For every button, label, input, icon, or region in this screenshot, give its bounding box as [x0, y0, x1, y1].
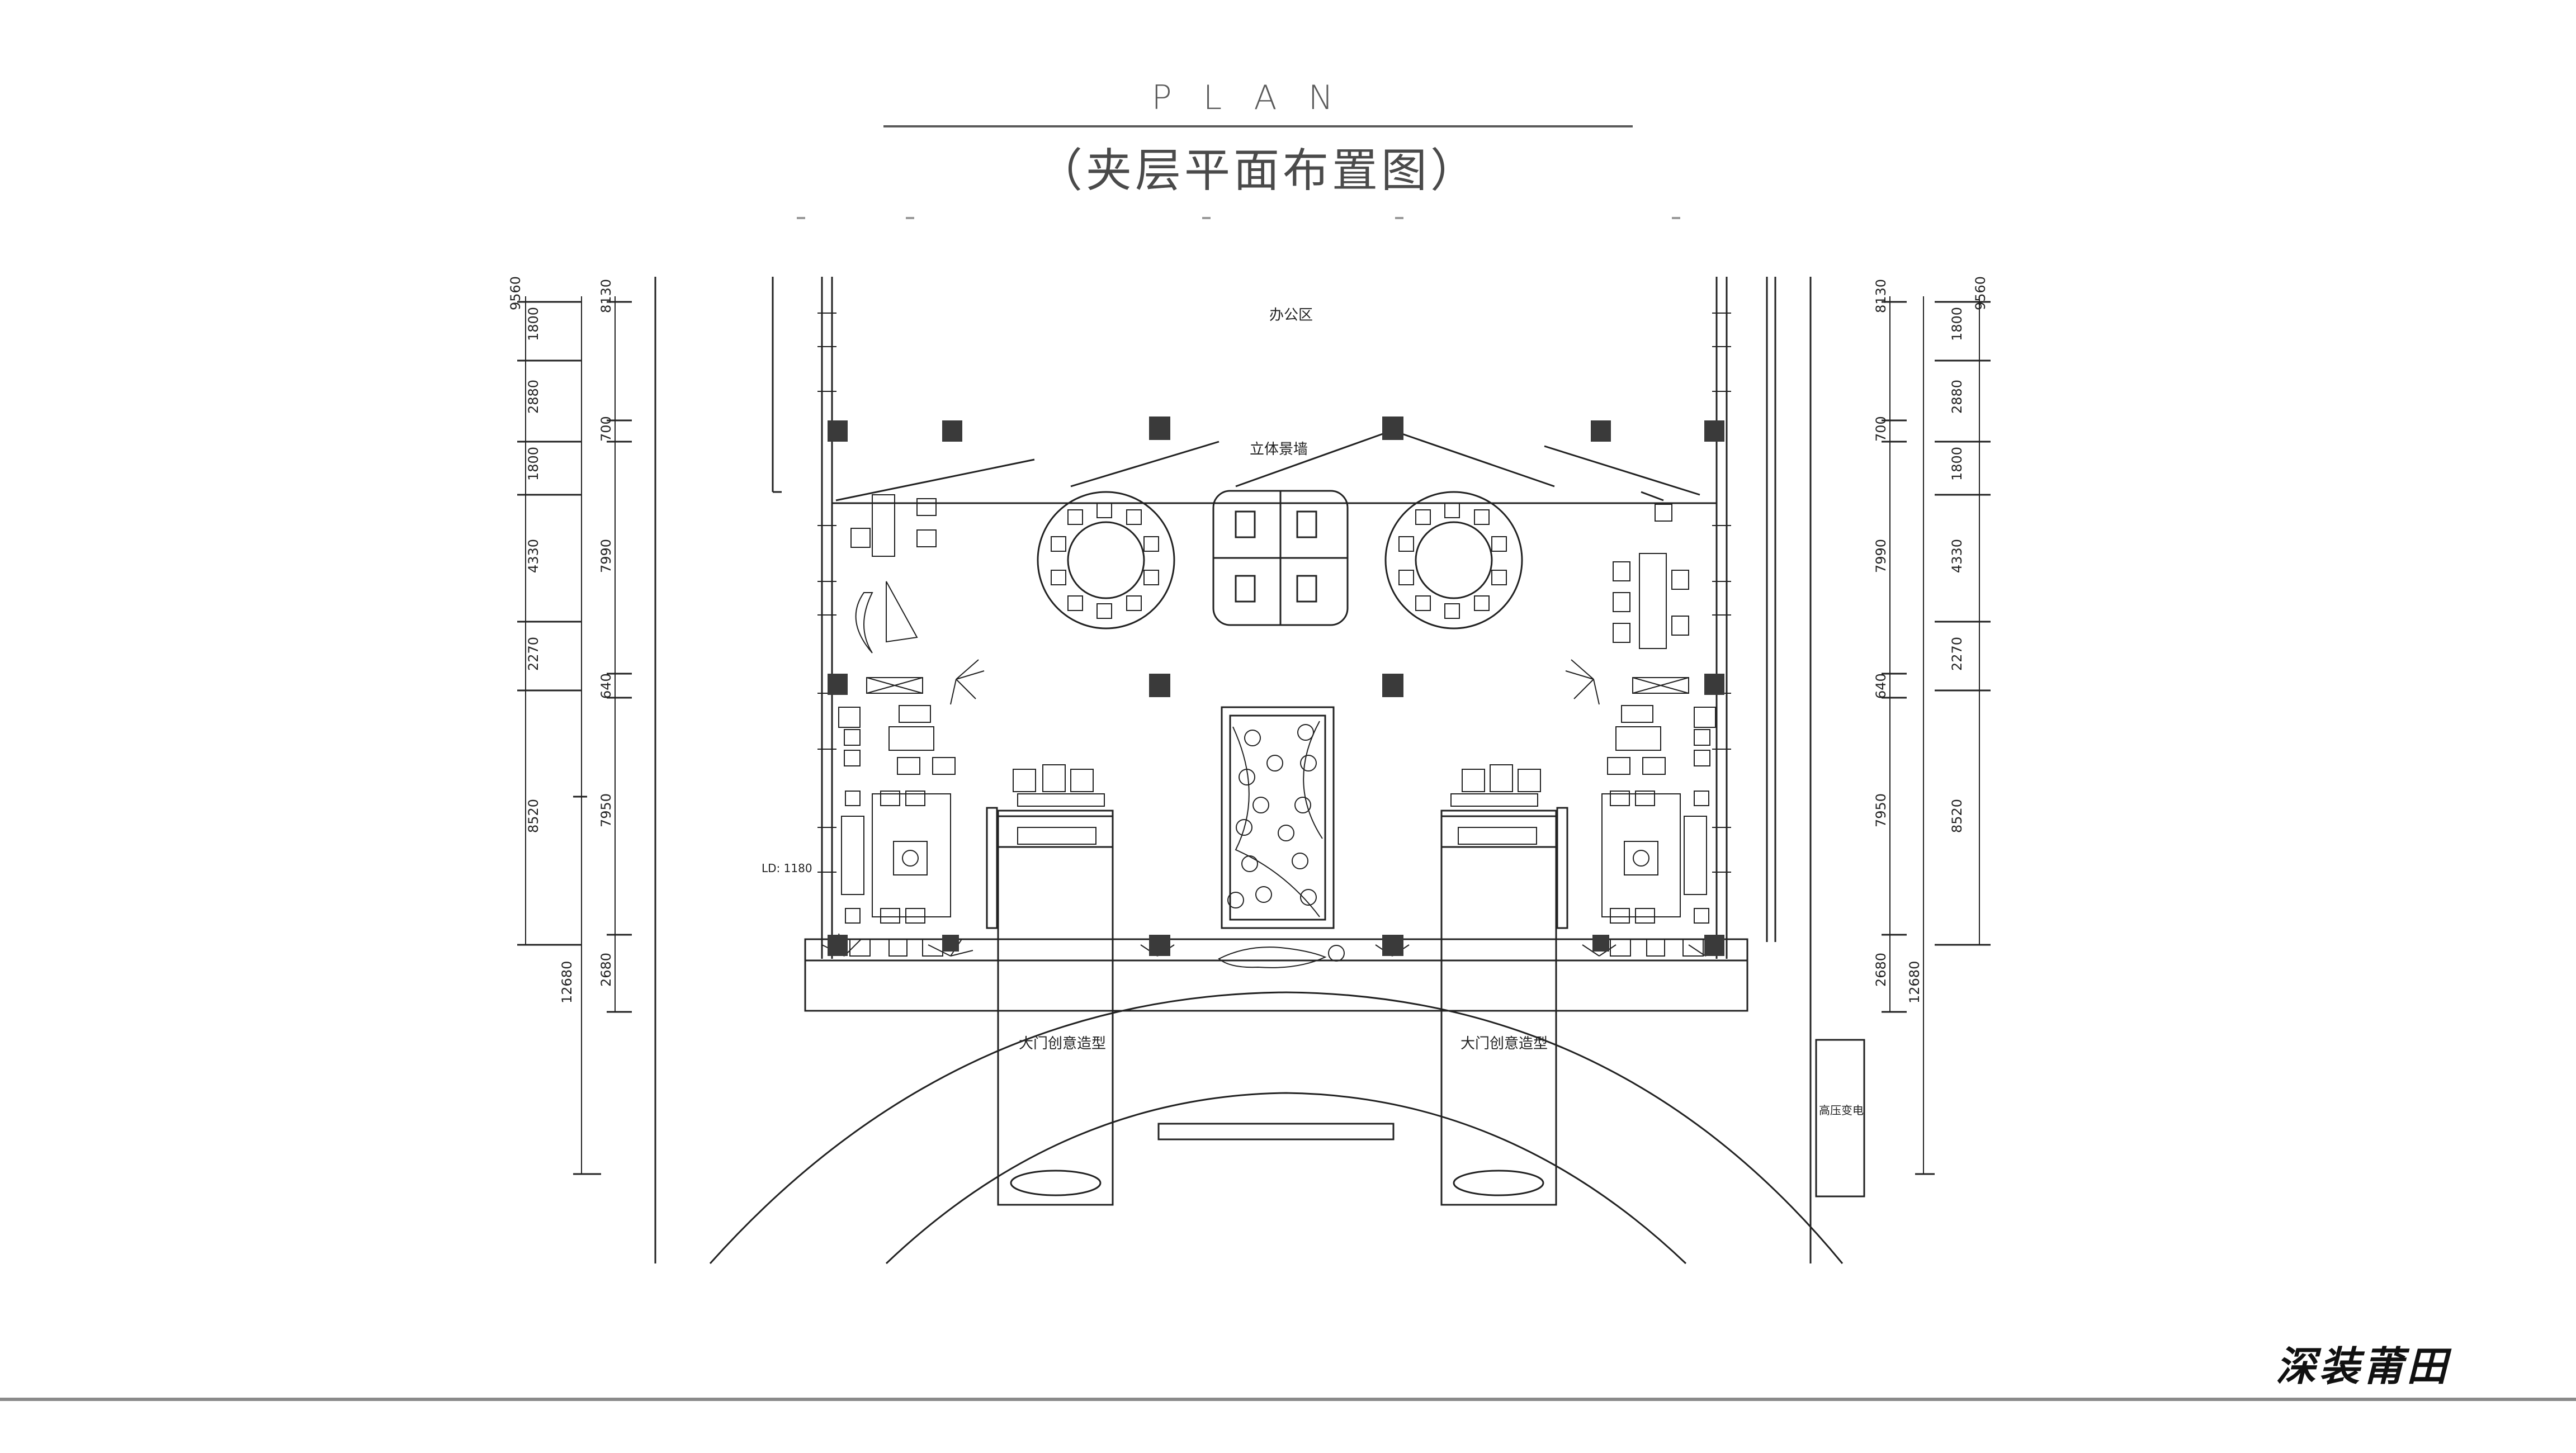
gate-left [986, 764, 1114, 1206]
substation-label: 高压变电 [1819, 1104, 1864, 1117]
dim-left-inner-5: 7950 [598, 793, 614, 827]
central-meeting-block [1212, 490, 1349, 626]
footer-rule [0, 1398, 2576, 1401]
gate-right [1440, 764, 1568, 1206]
entrance-sculpture [1218, 945, 1345, 968]
left-office-furniture [838, 494, 956, 957]
dim-left-outer-2: 1800 [526, 307, 541, 341]
gate-left-label: 大门创意造型 [1019, 1035, 1106, 1052]
window-ticks [817, 313, 1731, 873]
dim-right-inner-5: 7950 [1873, 793, 1889, 827]
feature-wall-label: 立体景墙 [1250, 441, 1308, 458]
dim-left-outer-7: 8520 [526, 799, 541, 833]
designer-signature: 深装莆田 [2276, 1342, 2451, 1390]
building-walls [804, 277, 1748, 1012]
entrance-step [1157, 1123, 1395, 1140]
dim-right-outer-1: 9560 [1973, 276, 1988, 310]
dim-left-outer-6: 2270 [526, 637, 541, 671]
dim-left-inner-3: 7990 [598, 539, 614, 573]
dim-left-inner-2: 700 [598, 416, 614, 442]
round-table-left [1037, 491, 1175, 630]
plaza-outer-arc [709, 991, 1844, 1265]
plan-subtitle: （夹层平面布置图） [1036, 144, 1480, 197]
dim-left-outer-8: 12680 [559, 961, 575, 1004]
office-area-label: 办公区 [1269, 307, 1313, 324]
ld-note: LD: 1180 [762, 862, 812, 875]
dim-left-outer-5: 4330 [526, 539, 541, 573]
plan-title: PLAN [1151, 78, 1365, 117]
dim-right-inner-7: 12680 [1907, 961, 1922, 1004]
central-water-feature [1221, 706, 1335, 929]
substation-box [1815, 1039, 1865, 1198]
plant-fans [821, 659, 1723, 957]
dim-right-inner-2: 700 [1873, 416, 1889, 442]
gate-right-label: 大门创意造型 [1460, 1035, 1548, 1052]
dim-left-inner-4: 640 [598, 673, 614, 699]
round-table-right [1384, 491, 1523, 630]
dim-right-outer-6: 2270 [1949, 637, 1965, 671]
dim-left-outer-4: 1800 [526, 447, 541, 481]
dim-right-outer-7: 8520 [1949, 799, 1965, 833]
plaza-inner-arc [885, 1092, 1687, 1265]
dim-right-outer-3: 2880 [1949, 380, 1965, 414]
dim-right-inner-3: 7990 [1873, 539, 1889, 573]
right-office-furniture [1601, 504, 1716, 957]
columns [828, 417, 1724, 956]
dim-right-outer-5: 4330 [1949, 539, 1965, 573]
title-underline [883, 125, 1633, 127]
dim-right-inner-4: 640 [1873, 673, 1889, 699]
dim-right-inner-6: 2680 [1873, 953, 1889, 987]
dim-right-inner-1: 8130 [1873, 279, 1889, 313]
dim-right-outer-4: 1800 [1949, 447, 1965, 481]
dim-left-outer-1: 9560 [508, 276, 523, 310]
dim-left-outer-3: 2880 [526, 380, 541, 414]
dimension-lines [517, 296, 1991, 1175]
dim-left-inner-6: 2680 [598, 953, 614, 987]
dim-right-outer-2: 1800 [1949, 307, 1965, 341]
feature-wall-lines [835, 429, 1700, 501]
dim-left-inner-1: 8130 [598, 279, 614, 313]
